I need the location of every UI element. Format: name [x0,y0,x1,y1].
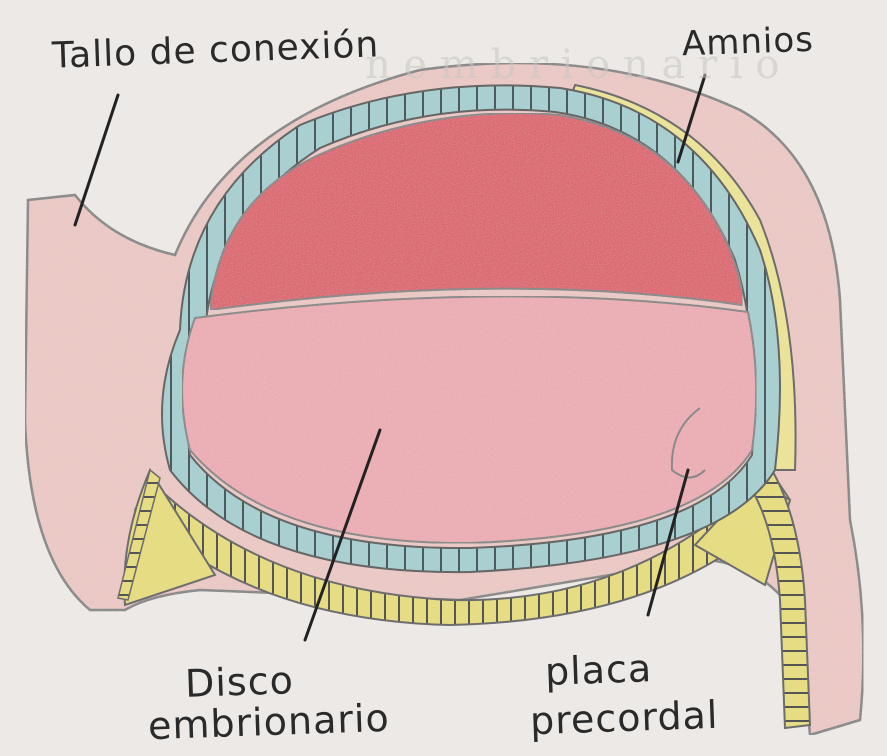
label-placa-line2: precordal [529,693,719,744]
label-disco-line2: embrionario [147,696,390,748]
embryonic-disc [182,296,756,543]
label-placa-line1: placa [544,646,653,694]
label-amnios: Amnios [681,20,814,65]
pointer-tallo [75,95,118,225]
